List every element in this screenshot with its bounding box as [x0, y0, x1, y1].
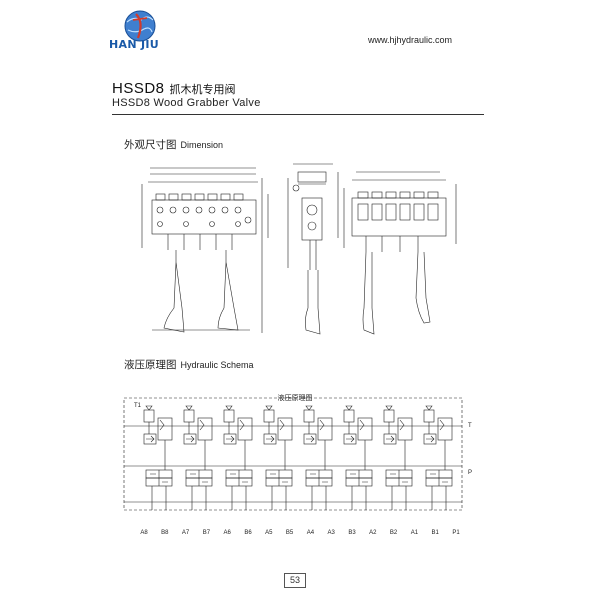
title-divider	[112, 114, 484, 115]
side-view	[287, 163, 339, 335]
port-label-a2: A2	[369, 530, 377, 536]
product-title: HSSD8 抓木机专用阀	[112, 80, 236, 97]
top-view	[343, 171, 457, 335]
port-label-b3: B3	[348, 530, 356, 536]
port-label-a5: A5	[265, 530, 273, 536]
valve-section	[143, 405, 173, 510]
port-label-p1: P1	[452, 530, 460, 536]
port-label-b1: B1	[432, 530, 440, 536]
port-label-a8: A8	[140, 530, 148, 536]
port-label-t1: T1	[134, 403, 142, 409]
port-label-b7: B7	[203, 530, 211, 536]
valve-section	[343, 405, 373, 510]
port-label-p: P	[468, 470, 472, 476]
valve-section	[223, 405, 253, 510]
port-label-b6: B6	[244, 530, 252, 536]
valve-section	[183, 405, 213, 510]
website-link[interactable]: www.hjhydraulic.com	[367, 35, 452, 45]
product-model: HSSD8	[112, 80, 165, 97]
port-label-a1: A1	[411, 530, 419, 536]
schema-heading-en: Hydraulic Schema	[180, 360, 254, 370]
port-label-b8: B8	[161, 530, 169, 536]
dimension-heading-zh: 外观尺寸图	[124, 139, 177, 151]
port-label-a7: A7	[182, 530, 190, 536]
schema-title: 液压原理图	[278, 393, 313, 402]
product-name-en: HSSD8 Wood Grabber Valve	[112, 97, 261, 109]
port-label-a4: A4	[307, 530, 315, 536]
port-label-a6: A6	[224, 530, 232, 536]
dimension-drawing	[141, 163, 457, 335]
port-label-a3: A3	[328, 530, 336, 536]
schema-heading-zh: 液压原理图	[124, 359, 177, 371]
brand-logo-icon	[124, 10, 156, 42]
product-name-zh: 抓木机专用阀	[169, 83, 236, 96]
valve-section	[263, 405, 293, 510]
hydraulic-schema-diagram: 液压原理图 T1 T P A8 B8 A7 B7 A6 B6 A5 B5 A4 A3 B3 A2 B2 A…	[123, 393, 472, 536]
front-view	[141, 167, 269, 333]
port-label-b5: B5	[286, 530, 294, 536]
valve-section	[423, 405, 453, 510]
valve-section	[303, 405, 333, 510]
port-label-t: T	[468, 423, 472, 429]
brand-name: HAN JIU	[109, 38, 159, 51]
valve-section	[383, 405, 413, 510]
port-label-b2: B2	[390, 530, 398, 536]
page-number: 53	[284, 573, 306, 588]
dimension-heading-en: Dimension	[180, 140, 224, 150]
